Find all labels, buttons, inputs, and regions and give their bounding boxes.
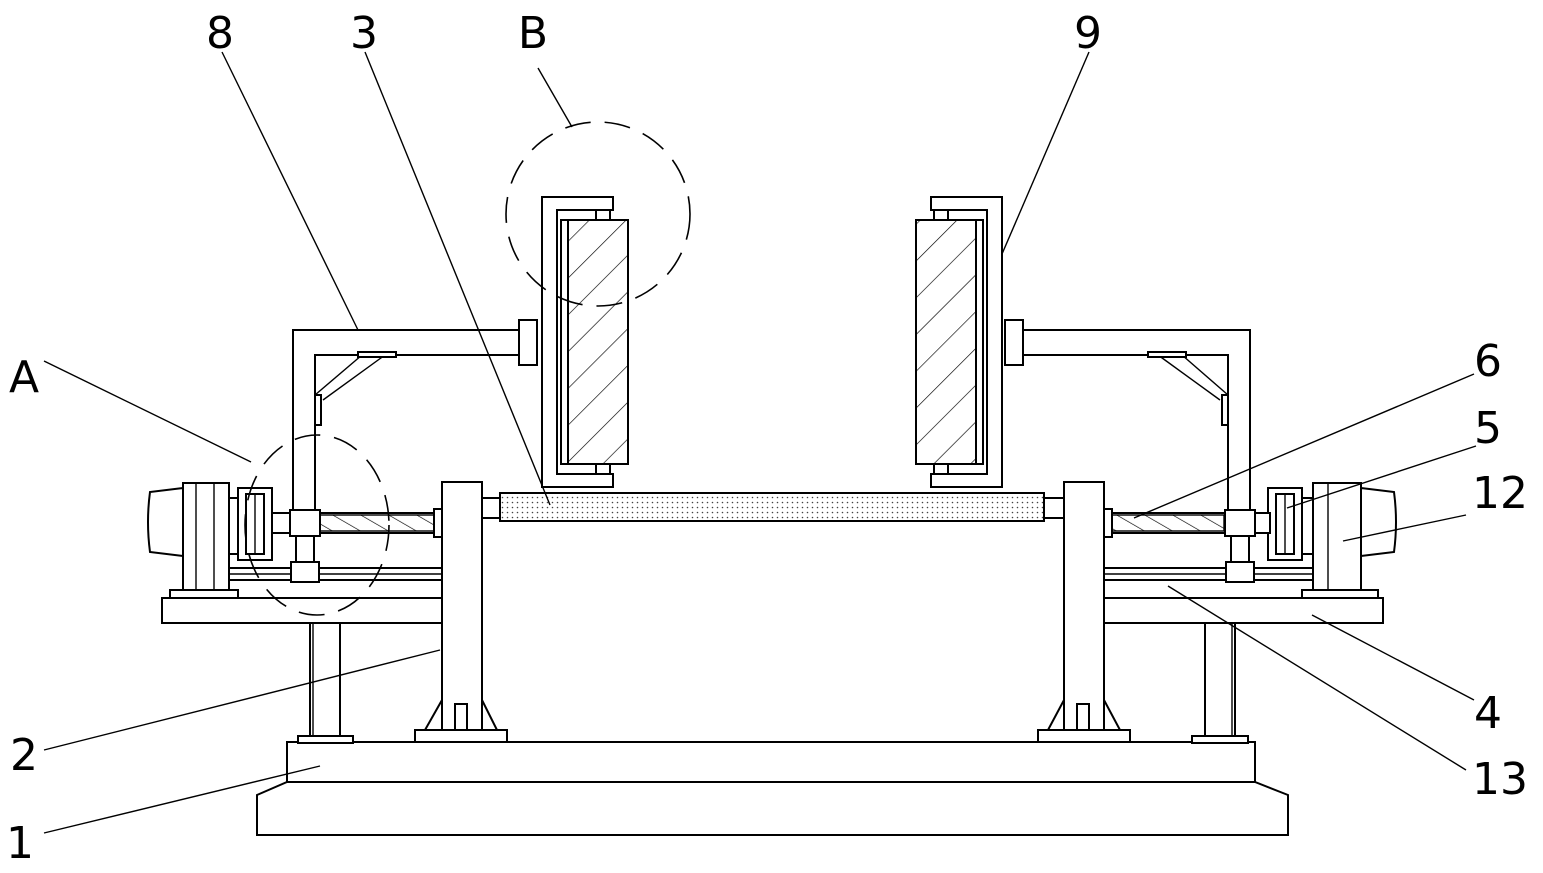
label-2: 2 (10, 730, 38, 781)
label-13: 13 (1472, 754, 1528, 805)
bracket-left (293, 320, 537, 510)
press-roller-right (916, 197, 1002, 487)
motor-right (1302, 483, 1396, 598)
central-roller (482, 493, 1064, 521)
label-5: 5 (1474, 403, 1502, 454)
label-4: 4 (1474, 688, 1502, 739)
side-table-left (162, 598, 444, 743)
label-a: A (9, 352, 39, 403)
coupling-right (1252, 488, 1302, 560)
slider-nut-left (290, 510, 320, 582)
bracket-right (1005, 320, 1250, 510)
label-12: 12 (1472, 468, 1528, 519)
label-1: 1 (6, 818, 34, 869)
label-6: 6 (1474, 336, 1502, 387)
part-labels: 8 3 B 9 A 6 5 12 4 13 2 1 (6, 8, 1528, 869)
guide-rail-right (1102, 568, 1314, 580)
base-plate (257, 742, 1288, 835)
leader-lines (44, 52, 1476, 833)
label-8: 8 (206, 8, 234, 59)
label-3: 3 (350, 8, 378, 59)
label-b: B (518, 8, 548, 59)
slider-nut-right (1225, 510, 1255, 582)
press-roller-left (542, 197, 628, 487)
label-9: 9 (1074, 8, 1102, 59)
motor-left (148, 483, 238, 598)
guide-rail-left (228, 568, 442, 580)
side-table-right (1102, 598, 1383, 743)
